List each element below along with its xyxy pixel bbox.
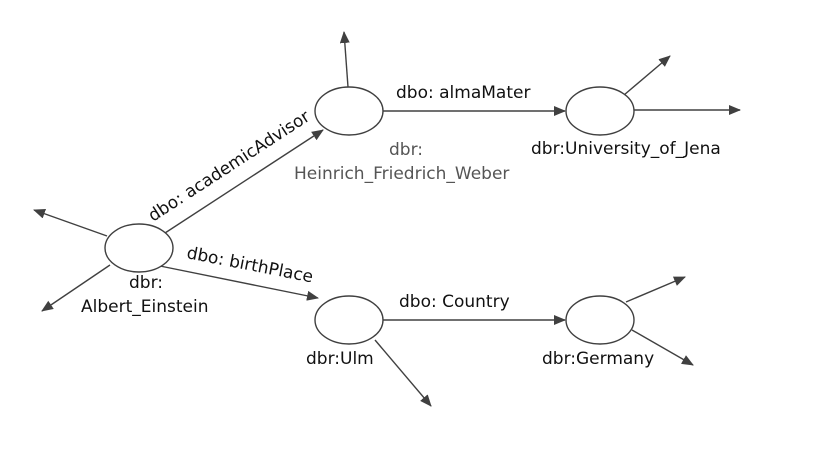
edge-ulm-out [374, 339, 432, 407]
node-label-jena: dbr:University_of_Jena [531, 139, 721, 159]
edge-label-academic-advisor: dbo: academicAdvisor [145, 107, 314, 226]
edge-einstein-out-1 [33, 208, 108, 237]
node-label-einstein-prefix: dbr: [129, 273, 163, 293]
edge-weber-out [339, 31, 350, 88]
node-ulm [314, 295, 384, 345]
node-label-einstein-name: Albert_Einstein [81, 297, 208, 317]
node-germany [565, 295, 635, 345]
node-label-weber-prefix: dbr: [389, 140, 423, 160]
node-albert-einstein [104, 223, 174, 273]
node-label-weber-name: Heinrich_Friedrich_Weber [294, 164, 509, 184]
edge-germany-out-2 [631, 329, 694, 366]
edge-birth-place [159, 265, 319, 301]
edge-einstein-out-2 [41, 264, 111, 312]
node-heinrich-weber [314, 86, 384, 136]
edge-academic-advisor [164, 129, 324, 234]
edge-germany-out-1 [625, 276, 686, 303]
edge-label-country: dbo: Country [399, 292, 510, 312]
node-university-of-jena [565, 86, 635, 136]
edge-label-birth-place: dbo: birthPlace [185, 243, 315, 287]
edge-jena-out-1 [623, 55, 671, 96]
node-label-germany: dbr:Germany [542, 349, 654, 369]
node-label-ulm: dbr:Ulm [306, 349, 374, 369]
edge-label-alma-mater: dbo: almaMater [396, 83, 530, 103]
